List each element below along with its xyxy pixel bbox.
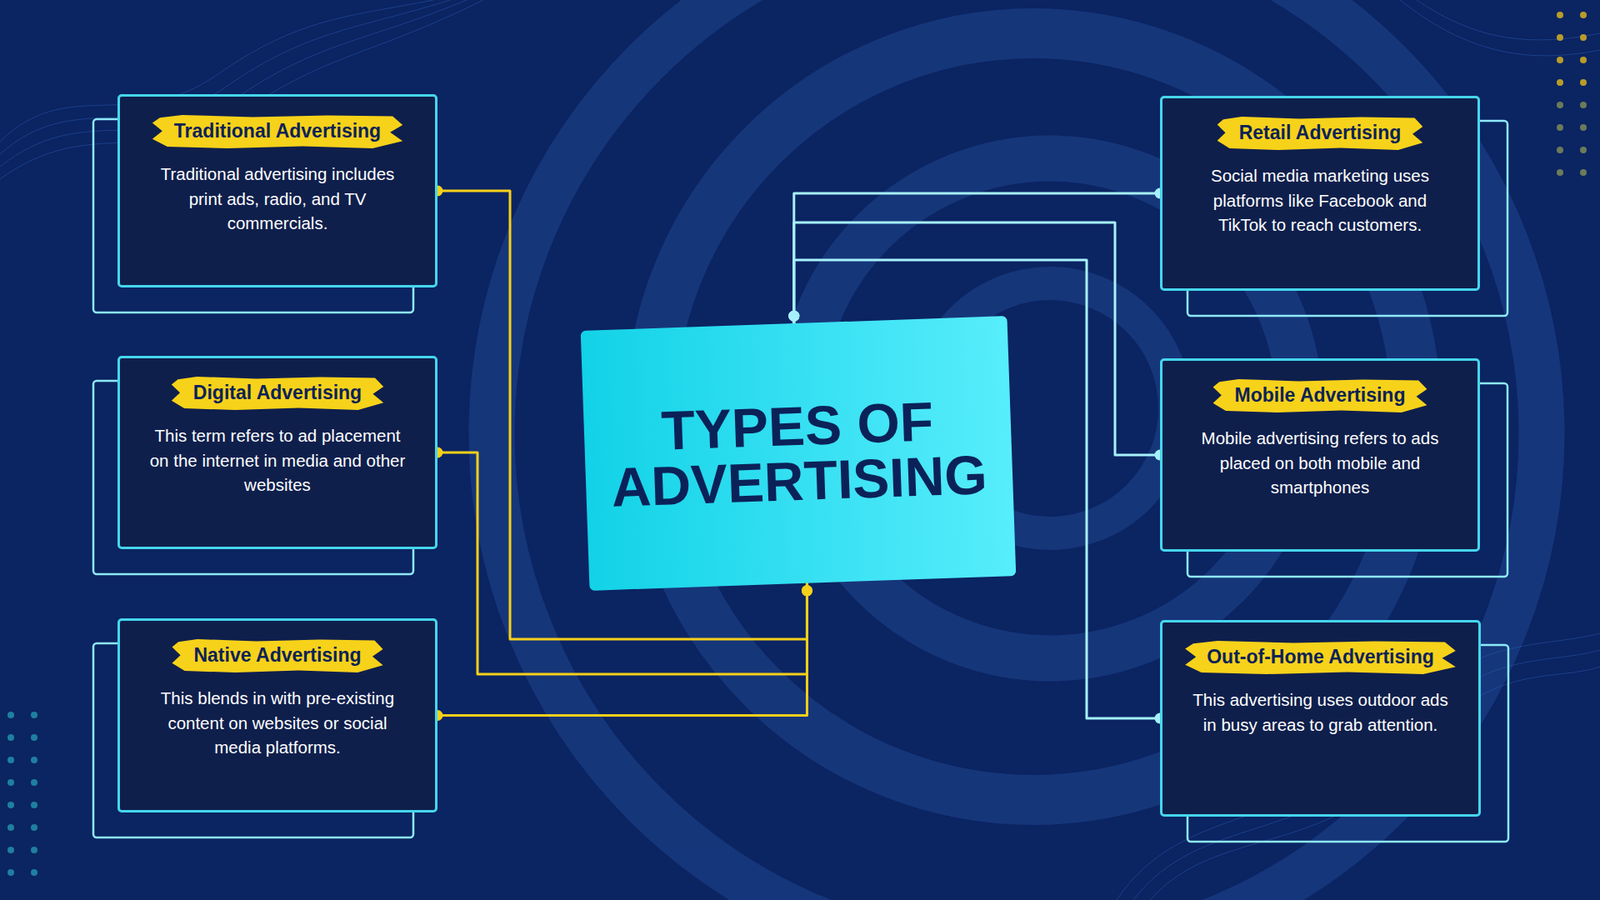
- background-rings: [491, 0, 1542, 900]
- dot-grid: [7, 11, 1587, 876]
- connector-dot: [801, 585, 813, 596]
- category-heading: Traditional Advertising: [152, 115, 403, 149]
- connector-dot: [788, 310, 800, 322]
- category-description: This term refers to ad placement on the …: [144, 423, 411, 498]
- title-box: TYPES OF ADVERTISING: [580, 315, 1017, 591]
- connector-dot: [788, 310, 800, 322]
- category-box: Traditional AdvertisingTraditional adver…: [117, 94, 438, 288]
- connector-dot: [801, 585, 813, 596]
- connector-dot: [788, 310, 800, 322]
- category-description: This blends in with pre-existing content…: [144, 685, 411, 760]
- connector-dot: [801, 585, 813, 596]
- connectors: [437, 190, 1160, 719]
- diagram-title: TYPES OF ADVERTISING: [600, 391, 997, 515]
- category-heading: Digital Advertising: [171, 376, 384, 410]
- category-box: Out-of-Home AdvertisingThis advertising …: [1160, 620, 1481, 817]
- category-heading: Native Advertising: [171, 639, 383, 673]
- back-outlines: [93, 119, 1509, 842]
- category-box: Mobile AdvertisingMobile advertising ref…: [1160, 358, 1480, 552]
- category-description: Mobile advertising refers to ads placed …: [1186, 425, 1454, 500]
- category-heading: Retail Advertising: [1217, 116, 1424, 150]
- category-heading: Out-of-Home Advertising: [1185, 640, 1456, 675]
- connector-line: [437, 579, 807, 716]
- category-heading: Mobile Advertising: [1213, 379, 1428, 413]
- category-description: This advertising uses outdoor ads in bus…: [1187, 687, 1455, 737]
- category-box: Digital AdvertisingThis term refers to a…: [117, 355, 438, 550]
- category-box: Retail AdvertisingSocial media marketing…: [1160, 95, 1480, 291]
- category-description: Traditional advertising includes print a…: [144, 161, 411, 236]
- category-box: Native AdvertisingThis blends in with pr…: [117, 618, 438, 813]
- category-description: Social media marketing uses platforms li…: [1186, 163, 1454, 238]
- connector-dots: [432, 185, 1166, 725]
